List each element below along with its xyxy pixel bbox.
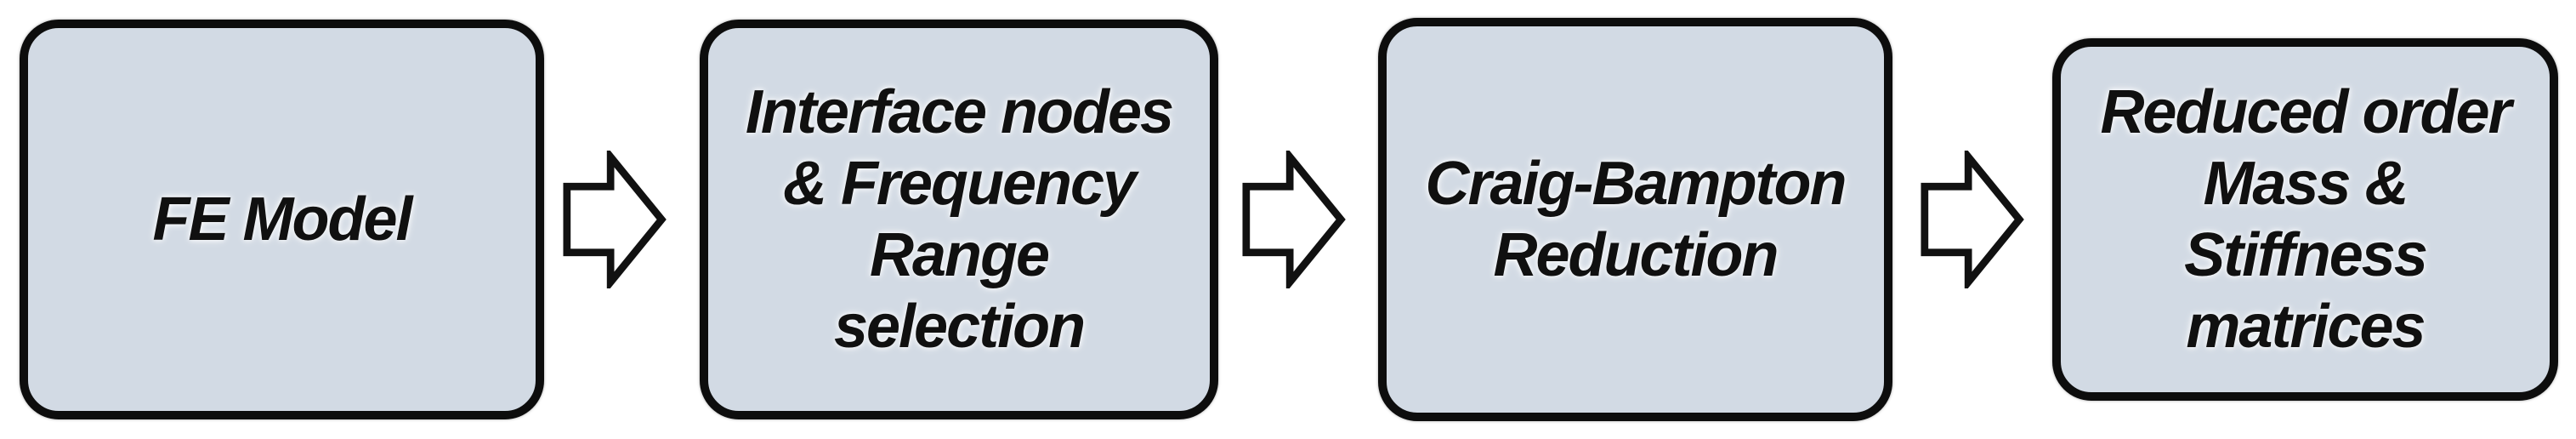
right-block-arrow-icon <box>1242 151 1346 288</box>
step-line: Stiffness <box>2184 221 2428 289</box>
right-block-arrow-icon <box>563 151 667 288</box>
flow-step-craig-bampton-reduction: Craig-Bampton Reduction <box>1378 18 1892 421</box>
flow-step-reduced-order-mass-stiffness-matrices: Reduced order Mass & Stiffness matrices <box>2052 38 2558 401</box>
flow-step-fe-model: FE Model <box>20 20 544 419</box>
right-block-arrow-icon <box>1921 151 2024 288</box>
step-line: Reduced order <box>2100 78 2511 146</box>
flow-step-interface-nodes-frequency-range-selection: Interface nodes & Frequency Range select… <box>700 20 1218 419</box>
step-line: FE Model <box>152 185 413 254</box>
step-line: Reduction <box>1493 221 1779 289</box>
step-line: & Frequency <box>782 150 1137 218</box>
step-line: selection <box>833 293 1086 361</box>
step-line: Range <box>869 221 1050 289</box>
step-line: matrices <box>2186 293 2426 361</box>
step-line: Interface nodes <box>745 78 1174 146</box>
step-line: Craig-Bampton <box>1425 150 1847 218</box>
step-line: Mass & <box>2203 150 2409 218</box>
